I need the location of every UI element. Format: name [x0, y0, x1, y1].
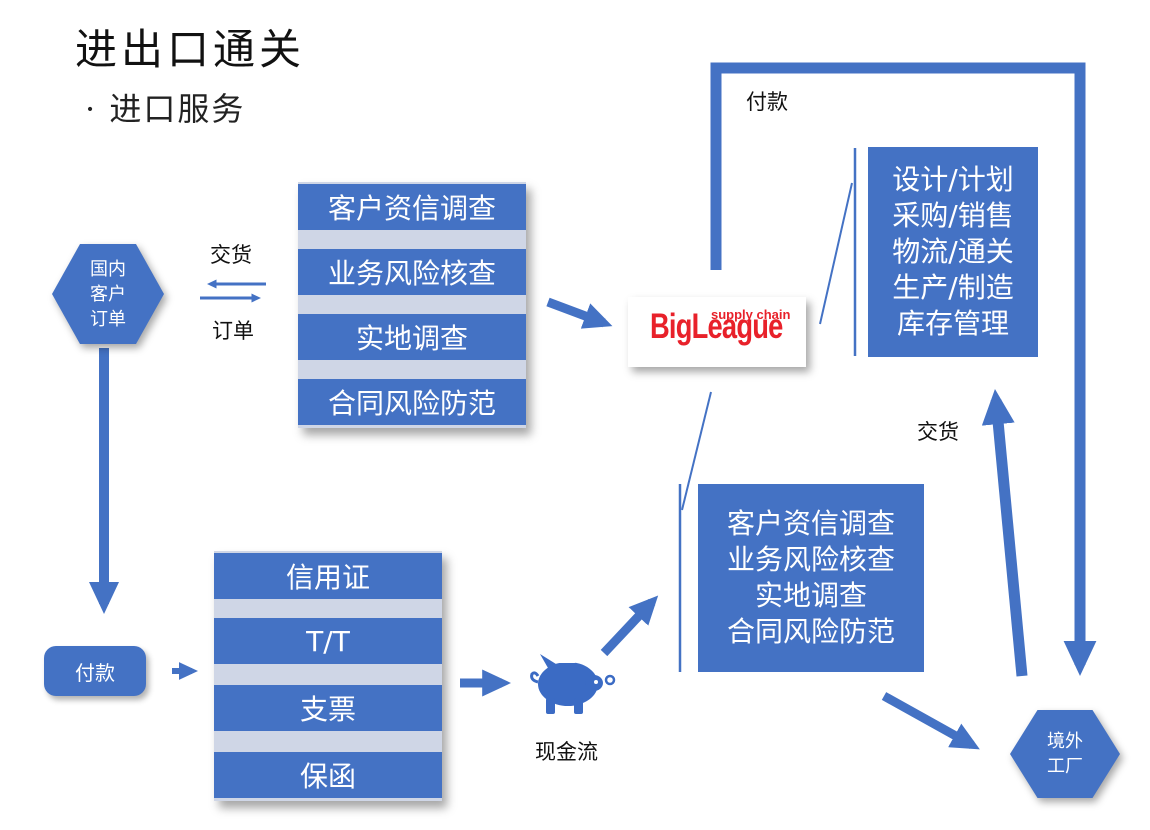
customer-line: 客户: [90, 283, 126, 305]
arrow-cash-to-risk: [600, 595, 659, 657]
arrow-factory-to-services: [981, 389, 1028, 677]
arrow-risk-to-factory: [881, 692, 980, 750]
payment-method: 保函: [214, 752, 442, 798]
payment-methods-panel: 信用证 T/T 支票 保函: [214, 551, 442, 801]
service-line: 采购/销售: [892, 199, 1014, 232]
label-payment-top: 付款: [746, 90, 788, 114]
logo-main-text: BigLeague: [650, 307, 783, 346]
risk-box-line: 实地调查: [754, 579, 867, 612]
risk-item: 客户资信调查: [298, 184, 526, 230]
service-line: 设计/计划: [892, 163, 1014, 196]
domestic-customer-node: 国内 客户 订单: [52, 244, 164, 344]
payment-method: 支票: [214, 685, 442, 731]
payment-method: T/T: [214, 618, 442, 664]
risk-item: 合同风险防范: [298, 379, 526, 425]
label-delivery-right: 交货: [917, 420, 959, 444]
logo-sub-text: supply chain: [711, 307, 791, 322]
risk-box-line: 客户资信调查: [726, 507, 895, 540]
risk-box-line: 合同风险防范: [726, 615, 895, 648]
arrow-payment-loop: [710, 62, 1097, 676]
risk-check-panel: 客户资信调查 业务风险核查 实地调查 合同风险防范: [298, 182, 526, 428]
risk-box: 客户资信调查 业务风险核查 实地调查 合同风险防范: [698, 484, 924, 672]
connector-logo-services: [819, 182, 853, 325]
risk-item: 业务风险核查: [298, 249, 526, 295]
service-line: 物流/通关: [892, 235, 1014, 268]
factory-line: 境外: [1047, 731, 1083, 752]
bigleague-logo: BigLeague supply chain: [628, 297, 806, 367]
customer-line: 订单: [90, 308, 126, 330]
customer-line: 国内: [90, 258, 126, 280]
services-box: 设计/计划 采购/销售 物流/通关 生产/制造 库存管理: [868, 147, 1038, 357]
label-cash-flow: 现金流: [535, 740, 598, 764]
payment-method: 信用证: [214, 553, 442, 599]
label-order-left: 订单: [212, 319, 254, 343]
factory-line: 工厂: [1047, 756, 1083, 777]
risk-box-line: 业务风险核查: [726, 543, 895, 576]
connector-logo-risk: [681, 391, 712, 511]
piggy-bank-icon: [530, 654, 616, 714]
arrow-panel-to-logo: [546, 297, 613, 329]
page-title: 进出口通关: [75, 25, 306, 74]
label-delivery-left: 交货: [210, 243, 252, 267]
overseas-factory-node: 境外 工厂: [1010, 710, 1120, 798]
service-line: 生产/制造: [892, 271, 1014, 304]
payment-node: 付款: [44, 646, 146, 696]
page-subtitle: · 进口服务: [85, 90, 246, 128]
service-line: 库存管理: [896, 307, 1009, 340]
risk-item: 实地调查: [298, 314, 526, 360]
